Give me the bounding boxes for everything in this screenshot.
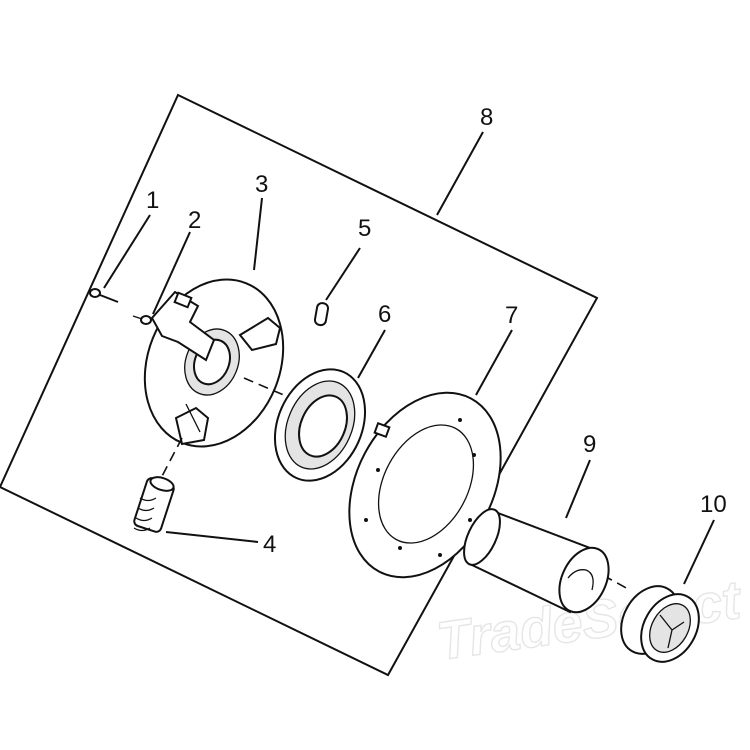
callout-9: 9 — [583, 431, 596, 458]
callout-4: 4 — [263, 531, 276, 558]
callout-8: 8 — [480, 104, 493, 131]
callout-1: 1 — [146, 187, 159, 214]
leader-line-8 — [436, 131, 484, 216]
assembly-boundary-box — [0, 93, 599, 677]
callout-2: 2 — [188, 207, 201, 234]
leader-line-3 — [253, 197, 263, 271]
leader-line-5 — [325, 247, 361, 301]
callout-10: 10 — [700, 491, 727, 518]
leader-line-1 — [103, 214, 151, 289]
leader-line-7 — [475, 329, 513, 396]
part-2-washer — [132, 315, 152, 325]
callout-3: 3 — [255, 171, 268, 198]
part-5-pin — [313, 302, 330, 327]
part-10-bearing — [620, 585, 700, 663]
part-6-friction-ring — [273, 368, 367, 482]
axis-line-4 — [574, 559, 631, 591]
part-4-spring-plunger — [133, 437, 183, 533]
part-7-disc-plate — [348, 391, 502, 579]
leader-line-2 — [152, 231, 191, 315]
leader-line-10 — [683, 519, 715, 585]
leader-line-6 — [357, 329, 386, 379]
callout-7: 7 — [505, 302, 518, 329]
leader-line-4 — [165, 531, 259, 543]
callout-6: 6 — [378, 301, 391, 328]
callout-5: 5 — [358, 215, 371, 242]
leader-lines — [103, 131, 715, 585]
part-1-screw — [89, 288, 119, 303]
leader-line-9 — [565, 459, 591, 519]
part-9-sleeve — [463, 508, 610, 614]
